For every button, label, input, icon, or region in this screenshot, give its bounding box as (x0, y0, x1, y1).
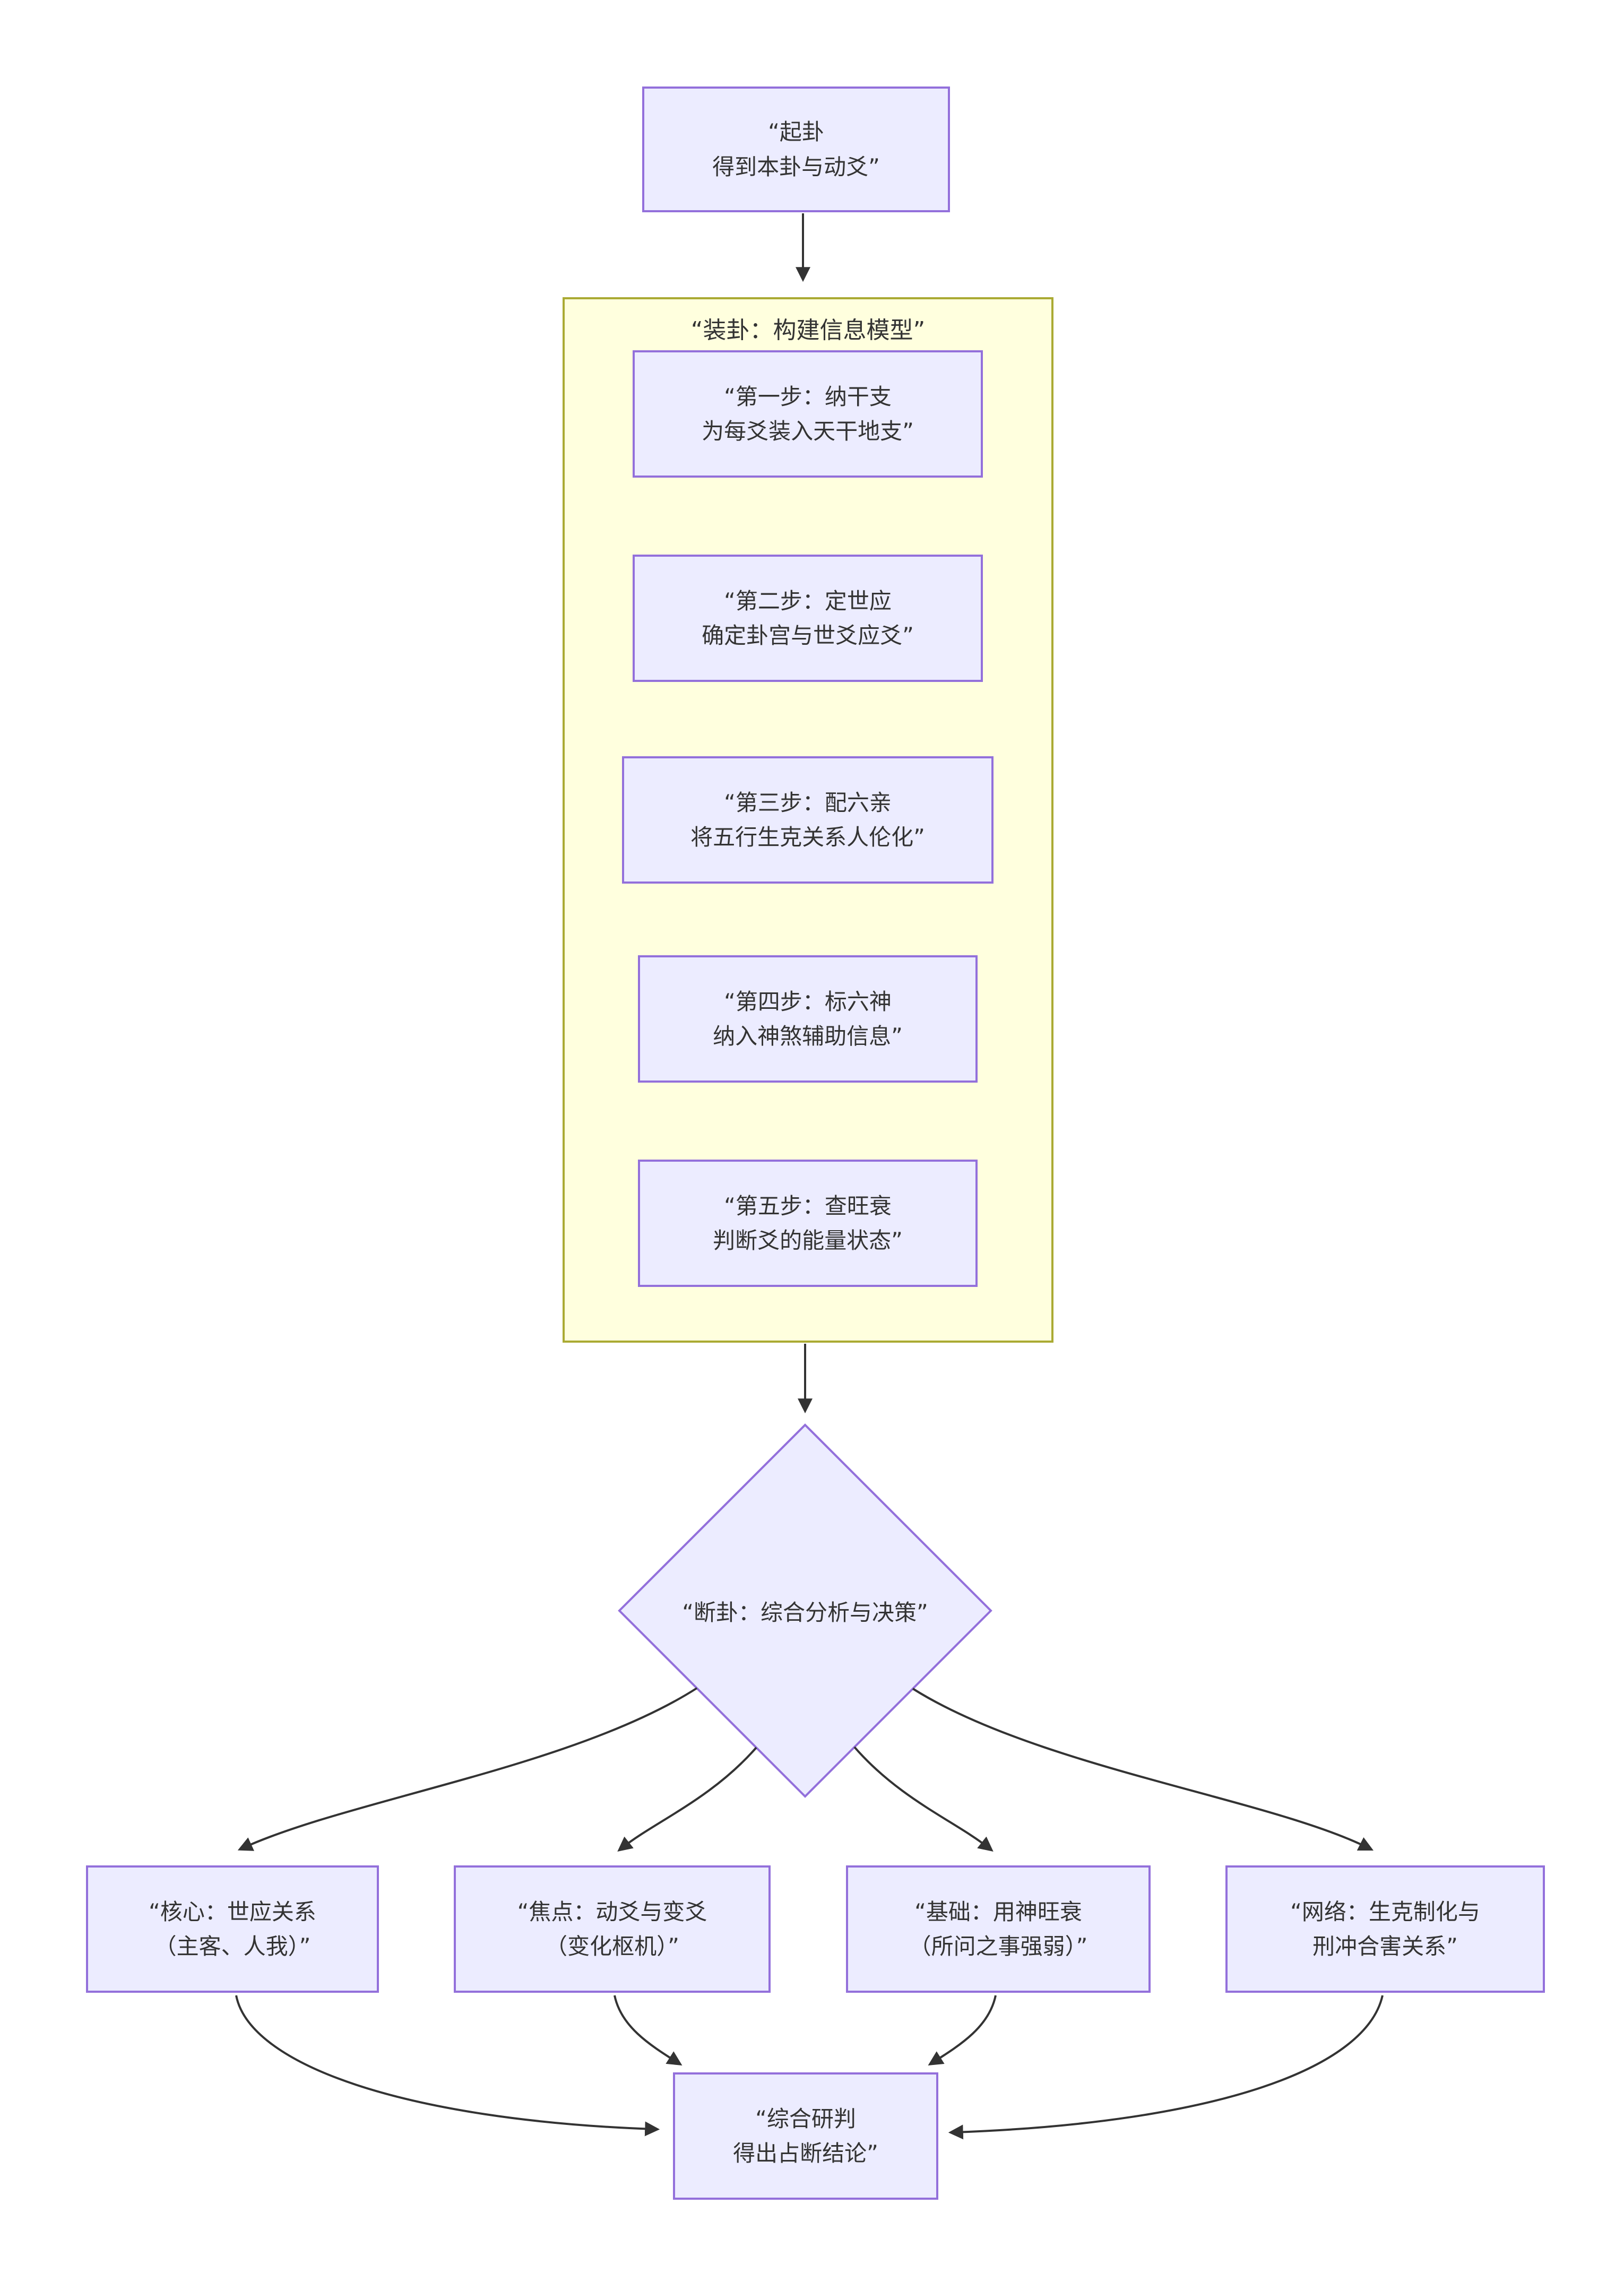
edge-core-to-conclusion (235, 1995, 660, 2137)
flowchart-node-step5: “第五步：查旺衰 判断爻的能量状态” (638, 1160, 978, 1287)
flowchart-node-conclusion: “综合研判 得出占断结论” (673, 2072, 938, 2200)
flowchart-node-branch-network: “网络：生克制化与 刑冲合害关系” (1225, 1865, 1545, 1993)
flowchart-node-branch-basis: “基础：用神旺衰 （所问之事强弱）” (846, 1865, 1151, 1993)
flowchart-node-branch-focus: “焦点：动爻与变爻 （变化枢机）” (454, 1865, 771, 1993)
flowchart-node-step1: “第一步：纳干支 为每爻装入天干地支” (633, 350, 983, 478)
edge-focus-to-conclusion (614, 1995, 683, 2065)
flowchart-node-step4: “第四步：标六神 纳入神煞辅助信息” (638, 955, 978, 1083)
flowchart-node-step2: “第二步：定世应 确定卦宫与世爻应爻” (633, 555, 983, 682)
edge-network-to-conclusion (948, 1995, 1384, 2140)
flowchart-node-start: “起卦 得到本卦与动爻” (642, 87, 950, 212)
flowchart-node-step3: “第三步：配六亲 将五行生克关系人伦化” (622, 756, 994, 884)
flowchart-node-decision: “断卦：综合分析与决策” (682, 1599, 928, 1626)
subgraph-assembly-title: “装卦：构建信息模型” (690, 317, 926, 344)
flowchart-node-branch-core: “核心：世应关系 （主客、人我）” (86, 1865, 379, 1993)
edge-basis-to-conclusion (928, 1995, 997, 2065)
